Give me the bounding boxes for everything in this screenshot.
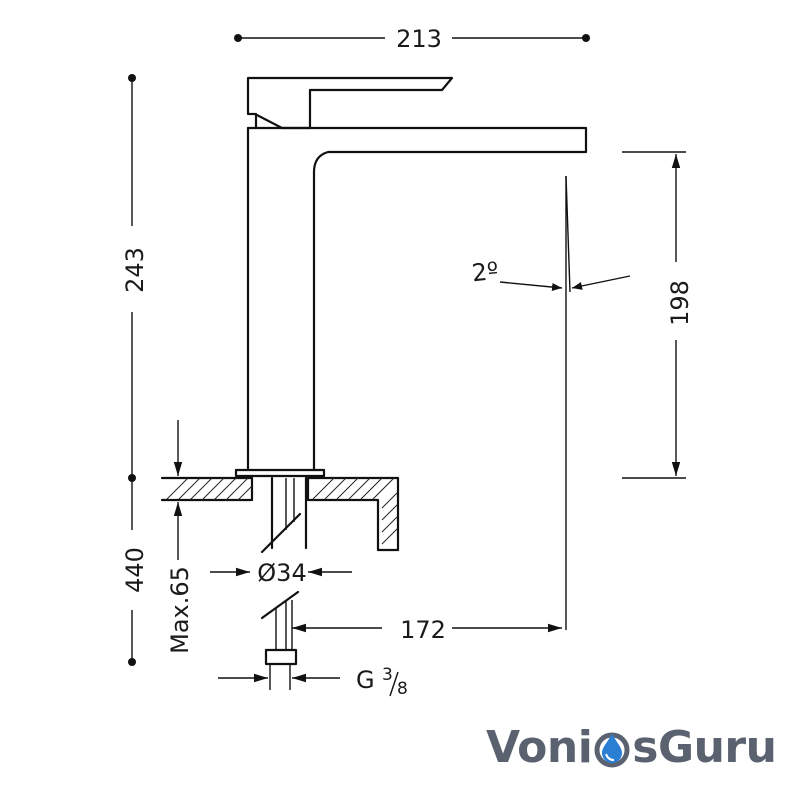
water-drop-icon [594, 732, 630, 768]
dimension-left: 243 440 [121, 74, 149, 666]
dim-172-label: 172 [400, 616, 446, 644]
dim-243-label: 243 [121, 247, 149, 293]
dim-thread-letter: G [356, 666, 375, 694]
logo-text-start: Voni [486, 722, 593, 773]
dim-440-label: 440 [121, 547, 149, 593]
faucet-outline [234, 76, 588, 478]
dimension-198: 198 [622, 151, 694, 479]
countertop-section [160, 476, 400, 552]
dim-diameter-label: Ø34 [257, 559, 306, 587]
dim-thread-den: 8 [397, 679, 408, 699]
dim-angle-label: 2º [470, 257, 499, 288]
dimension-max65: Max.65 [162, 420, 200, 654]
logo-text-end: sGuru [632, 722, 777, 773]
dimension-213: 213 [234, 25, 590, 53]
dim-198-label: 198 [666, 280, 694, 326]
voniosguru-logo: Voni sGuru [486, 722, 777, 782]
dimension-diameter: Ø34 [210, 559, 352, 587]
shank-and-hose [260, 476, 308, 690]
dimension-172: 172 [291, 600, 562, 650]
dimension-thread: G 3 8 [218, 665, 408, 699]
dim-max65-label: Max.65 [166, 566, 194, 654]
water-jet-angle: 2º [470, 175, 631, 630]
dim-thread-num: 3 [382, 665, 393, 685]
dim-213-label: 213 [396, 25, 442, 53]
